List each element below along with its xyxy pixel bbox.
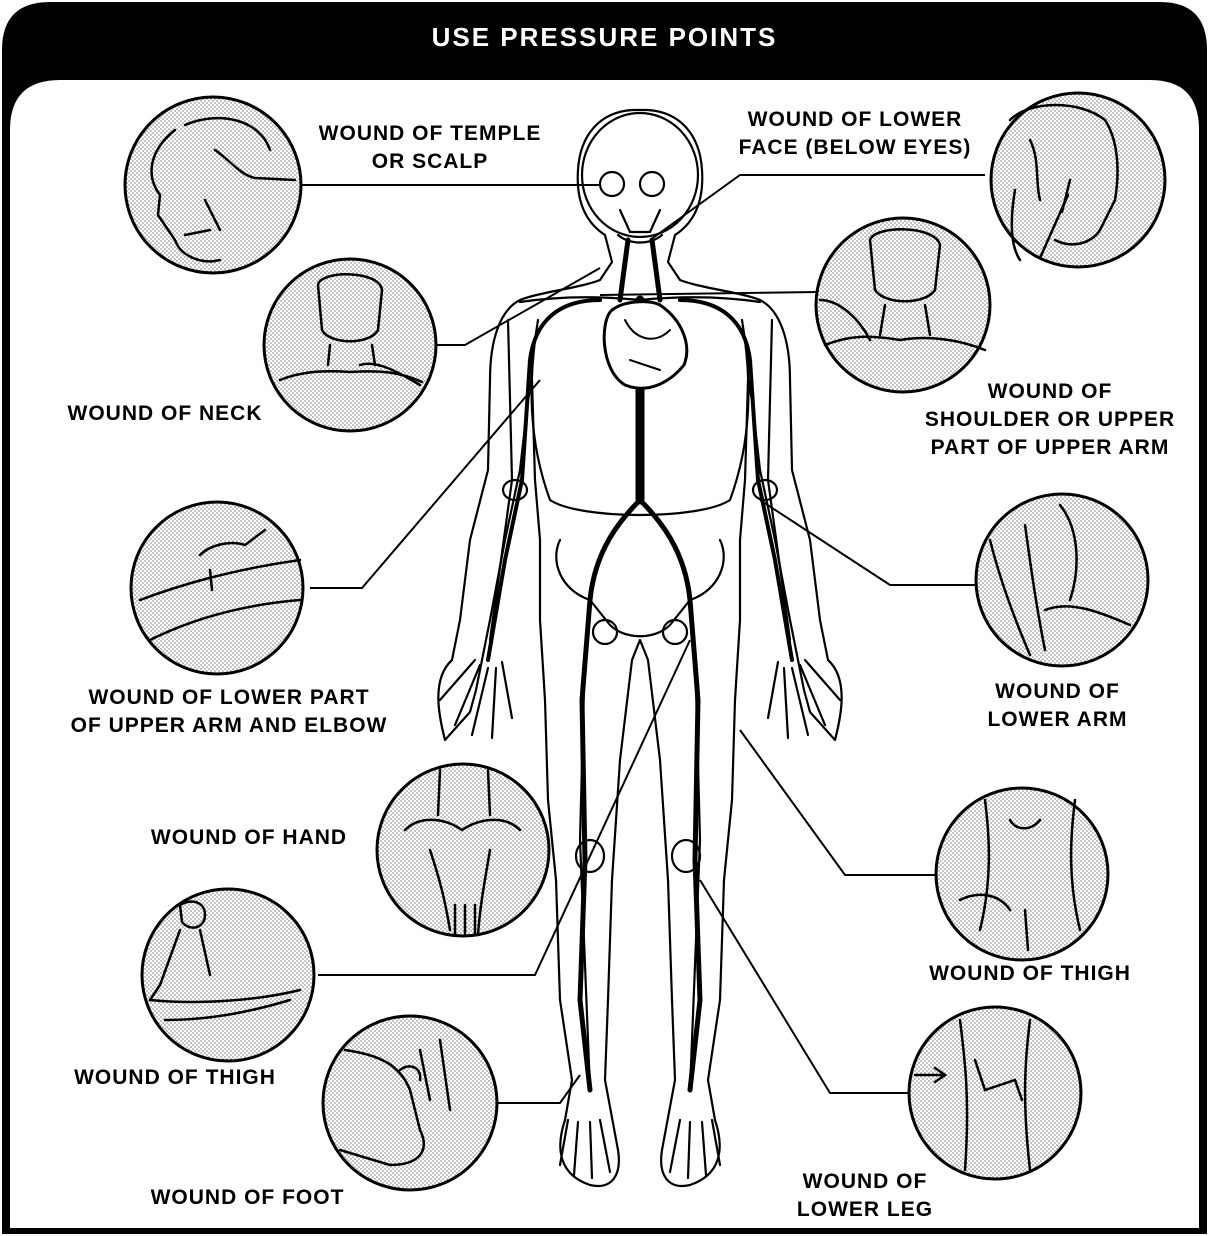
label-temple-line-2: OR SCALP: [300, 148, 560, 176]
label-temple: WOUND OF TEMPLE OR SCALP: [300, 120, 560, 176]
inset-lower-face: [991, 93, 1165, 267]
inset-upper-arm-elbow: [131, 502, 303, 674]
label-lower-arm: WOUND OF LOWER ARM: [965, 678, 1150, 734]
label-shoulder-line-2: SHOULDER OR UPPER: [905, 406, 1195, 434]
inset-lower-leg: [909, 1007, 1081, 1179]
label-temple-line-1: WOUND OF TEMPLE: [300, 120, 560, 148]
label-hand: WOUND OF HAND: [130, 824, 368, 852]
label-hand-line-1: WOUND OF HAND: [130, 824, 368, 852]
label-lower-arm-line-1: WOUND OF: [965, 678, 1150, 706]
inset-thigh-left: [142, 889, 314, 1061]
label-upper-arm-elbow-line-1: WOUND OF LOWER PART: [44, 684, 414, 712]
label-thigh-right: WOUND OF THIGH: [905, 960, 1155, 988]
inset-shoulder: [816, 218, 990, 392]
label-lower-arm-line-2: LOWER ARM: [965, 706, 1150, 734]
label-lower-face-line-1: WOUND OF LOWER: [722, 106, 988, 134]
label-shoulder-line-1: WOUND OF: [905, 378, 1195, 406]
inset-temple: [125, 97, 301, 273]
label-shoulder: WOUND OF SHOULDER OR UPPER PART OF UPPER…: [905, 378, 1195, 462]
label-lower-face: WOUND OF LOWER FACE (BELOW EYES): [722, 106, 988, 162]
label-lower-leg-line-2: LOWER LEG: [785, 1196, 945, 1224]
page-title: USE PRESSURE POINTS: [0, 22, 1209, 53]
label-thigh-left: WOUND OF THIGH: [55, 1064, 295, 1092]
label-lower-face-line-2: FACE (BELOW EYES): [722, 134, 988, 162]
inset-thigh-right: [936, 788, 1108, 960]
label-shoulder-line-3: PART OF UPPER ARM: [905, 434, 1195, 462]
label-upper-arm-elbow: WOUND OF LOWER PART OF UPPER ARM AND ELB…: [44, 684, 414, 740]
inset-foot: [323, 1016, 497, 1190]
label-thigh-left-line-1: WOUND OF THIGH: [55, 1064, 295, 1092]
label-neck-line-1: WOUND OF NECK: [50, 400, 280, 428]
inset-neck: [264, 259, 436, 431]
label-upper-arm-elbow-line-2: OF UPPER ARM AND ELBOW: [44, 712, 414, 740]
label-foot: WOUND OF FOOT: [130, 1184, 365, 1212]
label-thigh-right-line-1: WOUND OF THIGH: [905, 960, 1155, 988]
inset-lower-arm: [976, 494, 1148, 666]
label-lower-leg: WOUND OF LOWER LEG: [785, 1168, 945, 1224]
label-foot-line-1: WOUND OF FOOT: [130, 1184, 365, 1212]
label-lower-leg-line-1: WOUND OF: [785, 1168, 945, 1196]
inset-hand: [377, 764, 549, 936]
label-neck: WOUND OF NECK: [50, 400, 280, 428]
